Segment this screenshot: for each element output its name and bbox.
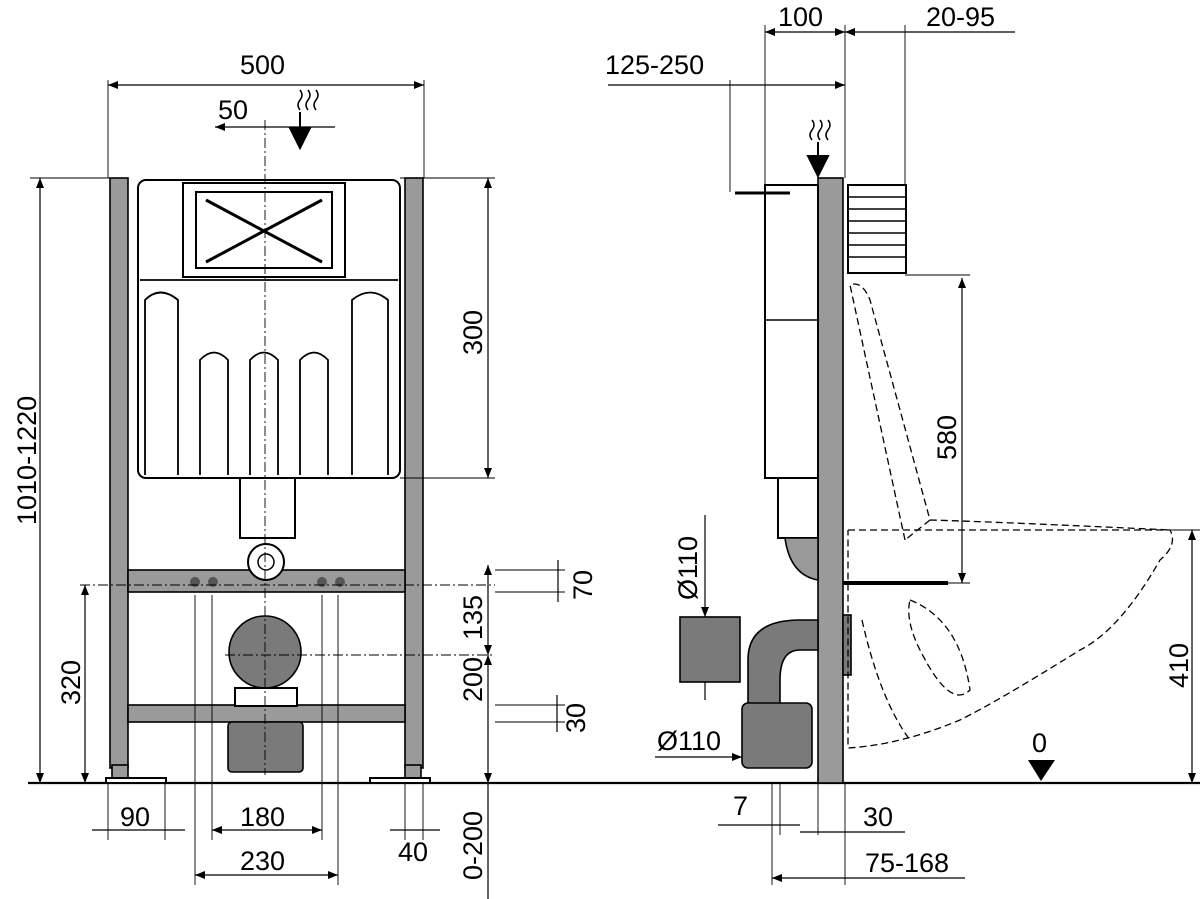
dim-20-95: 20-95 (926, 2, 995, 32)
dim-30-side: 30 (863, 802, 893, 832)
drain-socket (741, 702, 813, 769)
drain-elbow (747, 619, 819, 706)
dim-40: 40 (398, 837, 428, 867)
side-view-frame (679, 119, 1174, 784)
drain-bracket (234, 687, 298, 707)
flush-plate-lines (848, 196, 906, 258)
dim-180: 180 (240, 802, 285, 832)
dim-230: 230 (240, 846, 285, 876)
dim-70: 70 (568, 570, 598, 600)
drain-pipe (227, 721, 304, 773)
foot-plate-right (369, 777, 431, 784)
dim-580: 580 (932, 415, 962, 460)
side-post (817, 177, 844, 784)
flush-pipe (239, 477, 296, 539)
floor-level-marker-icon (1028, 760, 1055, 781)
right-post (404, 177, 424, 769)
dim-410: 410 (1164, 643, 1194, 688)
cistern-ribs (140, 279, 398, 475)
dim-90: 90 (120, 802, 150, 832)
front-view-dimensions: 500 50 1010-1220 300 70 135 200 30 320 9… (12, 50, 598, 899)
dim-height: 1010-1220 (12, 396, 42, 525)
toilet-outline (847, 283, 1174, 749)
dim-7: 7 (733, 791, 748, 821)
dim-30: 30 (561, 703, 591, 733)
water-inlet-side-arrow-icon (806, 142, 830, 179)
dim-500: 500 (240, 50, 285, 80)
dim-125-250: 125-250 (605, 50, 704, 80)
dim-0-200: 0-200 (458, 811, 488, 880)
dim-135: 135 (458, 595, 488, 640)
bolts (190, 577, 345, 587)
dim-300: 300 (458, 310, 488, 355)
dim-100: 100 (778, 2, 823, 32)
flush-plate-side (847, 184, 907, 274)
flush-plate-inner (195, 191, 333, 269)
water-inlet-icon (297, 89, 319, 111)
side-outlet (784, 537, 819, 581)
water-inlet-side-icon (809, 119, 831, 141)
drain-adapter (679, 616, 741, 683)
dim-200: 200 (458, 657, 488, 702)
dim-diameter-top: Ø110 (673, 536, 703, 600)
flush-plate-cross (205, 198, 323, 264)
left-post (109, 177, 129, 769)
foot-plate-left (105, 777, 167, 784)
front-view-frame (80, 89, 495, 784)
water-inlet-arrow-icon (288, 112, 312, 151)
wall-bracket (842, 614, 852, 676)
dim-75-168: 75-168 (865, 848, 949, 878)
flush-outlet-inner (257, 553, 275, 571)
dim-320: 320 (56, 660, 86, 705)
side-flush-pipe (777, 477, 819, 539)
dim-50: 50 (218, 95, 248, 125)
floor-level-label: 0 (1032, 728, 1047, 758)
lower-crossbar (127, 704, 406, 723)
side-cistern (764, 184, 819, 479)
side-view-dimensions: 100 20-95 125-250 580 Ø110 Ø110 0 410 7 … (605, 2, 1200, 885)
dim-diameter-bottom: Ø110 (657, 726, 721, 756)
